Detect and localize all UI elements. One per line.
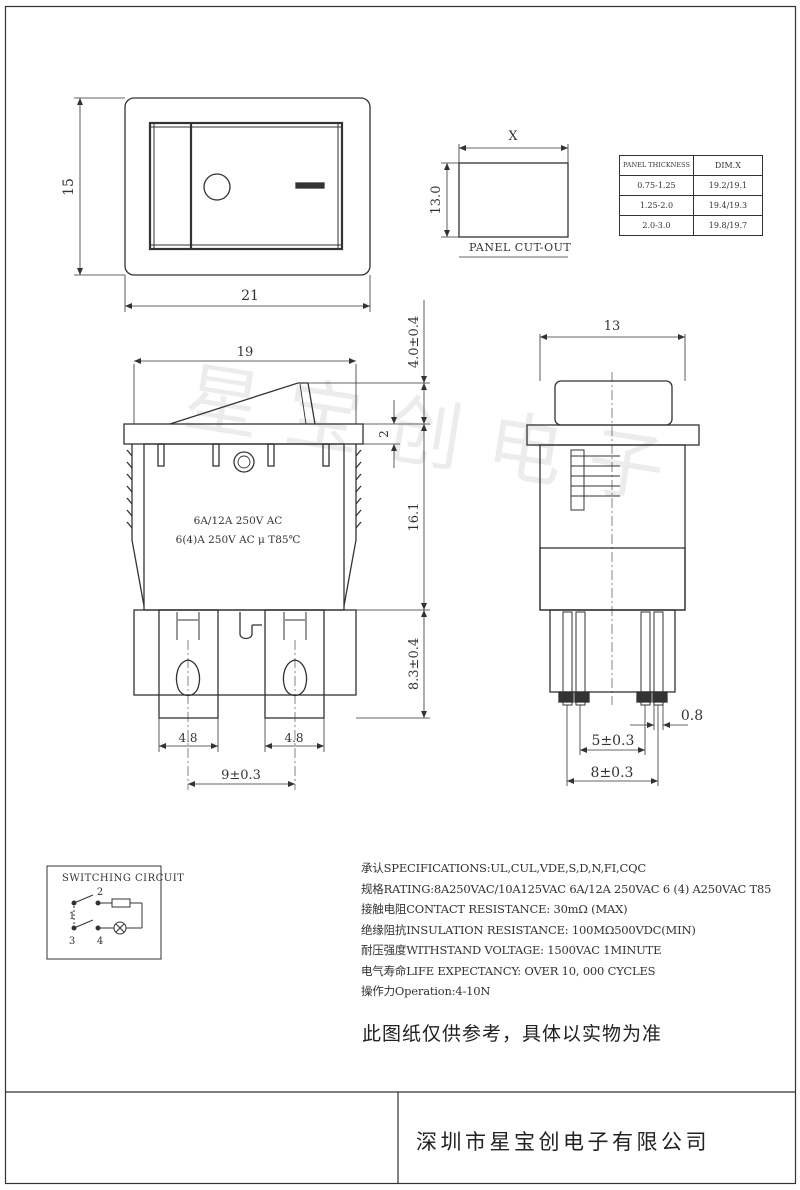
row-thickness: 0.75-1.25 [619,175,694,196]
header-dim: DIM.X [692,155,763,176]
panel-cutout-label: PANEL CUT-OUT [469,241,572,254]
terminal-1: 1 [69,911,75,922]
rating-line-1: 6A/12A 250V AC [194,515,283,527]
side-view-dimensions [539,334,688,786]
spec-line: 接触电阻CONTACT RESISTANCE: 30mΩ (MAX) [361,902,628,916]
spec-line: 耐压强度WITHSTAND VOLTAGE: 1500VAC 1MINUTE [361,943,662,957]
dim-pitch: 9±0.3 [221,768,261,783]
dim-top-height: 15 [61,178,77,196]
terminal-3: 3 [69,936,75,947]
dim-front-body: 16.1 [407,503,422,532]
row-thickness: 2.0-3.0 [619,215,694,236]
spec-line: 电气寿命LIFE EXPECTANCY: OVER 10, 000 CYCLES [361,963,656,978]
table-row: 0.75-1.25 19.2/19.1 [619,175,763,196]
dim-panel-x: X [508,129,518,144]
switching-circuit [46,865,162,960]
spec-line: 承认SPECIFICATIONS:UL,CUL,VDE,S,D,N,FI,CQC [361,861,646,875]
table-header-row: PANEL THICKNESS DIM.X [619,155,763,176]
dim-front-width: 19 [237,345,254,360]
dim-side-width: 13 [604,319,621,334]
dim-tab-right: 4.8 [284,731,303,745]
top-view-dimensions [74,97,371,312]
spec-line: 操作力Operation:4-10N [361,984,491,998]
dim-inner: 5±0.3 [592,733,635,749]
switching-circuit-title: SWITCHING CIRCUIT [62,873,185,884]
terminal-2: 2 [97,887,103,898]
row-thickness: 1.25-2.0 [619,195,694,216]
spec-line: 规格RATING:8A250VAC/10A125VAC 6A/12A 250VA… [361,881,772,896]
table-row: 1.25-2.0 19.4/19.3 [619,195,763,216]
side-view [526,380,700,706]
page-border [4,5,797,1185]
dim-outer: 8±0.3 [591,765,634,781]
row-dim: 19.2/19.1 [692,175,763,196]
rating-line-2: 6(4)A 250V AC μ T85℃ [176,534,301,546]
disclaimer-note: 此图纸仅供参考，具体以实物为准 [362,1023,663,1045]
spec-line: 绝缘阻抗INSULATION RESISTANCE: 100MΩ500VDC(M… [361,922,696,937]
header-thickness: PANEL THICKNESS [619,155,694,176]
terminal-4: 4 [97,936,103,947]
panel-cutout [441,144,569,258]
top-view [124,97,371,276]
dim-front-flange: 2 [377,430,391,438]
dim-pin: 0.8 [681,708,703,724]
dim-front-terminal: 8.3±0.4 [407,638,422,690]
company-name: 深圳市星宝创电子有限公司 [416,1130,710,1154]
front-centerlines [187,640,296,790]
front-view-dimensions [133,300,430,787]
panel-thickness-table: PANEL THICKNESS DIM.X 0.75-1.25 19.2/19.… [619,155,763,236]
table-row: 2.0-3.0 19.8/19.7 [619,215,763,236]
dim-top-width: 21 [241,288,259,304]
specifications-block: 承认SPECIFICATIONS:UL,CUL,VDE,S,D,N,FI,CQC… [361,858,771,1002]
row-dim: 19.8/19.7 [692,215,763,236]
dim-panel-y: 13.0 [429,186,444,215]
dim-front-top: 4.0±0.4 [407,316,422,368]
row-dim: 19.4/19.3 [692,195,763,216]
front-view [123,382,364,719]
dim-tab-left: 4.8 [178,731,197,745]
